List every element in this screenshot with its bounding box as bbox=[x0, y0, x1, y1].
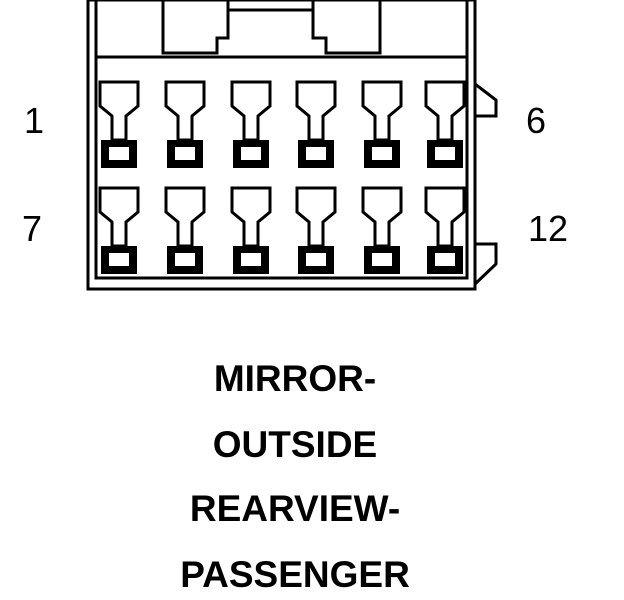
terminal-contact-window bbox=[109, 253, 129, 266]
terminal-body bbox=[361, 186, 403, 248]
pin-cavities bbox=[98, 80, 466, 274]
latch-tab-left bbox=[161, 0, 230, 55]
pin-label-1: 1 bbox=[24, 100, 45, 141]
housing-inner-wall bbox=[94, 57, 469, 280]
side-key-upper bbox=[474, 82, 498, 118]
housing-outline bbox=[86, 0, 477, 291]
side-key-lower bbox=[473, 242, 498, 286]
title-line-1: MIRROR- bbox=[213, 358, 377, 399]
pin-label-7: 7 bbox=[22, 208, 43, 249]
pin-cavity-9 bbox=[230, 186, 272, 274]
terminal-contact-window bbox=[175, 253, 195, 266]
terminal-contact-window bbox=[241, 253, 261, 266]
title-line-2: OUTSIDE bbox=[212, 424, 378, 465]
pin-cavity-12 bbox=[424, 186, 466, 274]
pin-cavity-4 bbox=[295, 80, 337, 168]
terminal-body bbox=[98, 80, 140, 142]
terminal-contact-window bbox=[306, 253, 326, 266]
pin-cavity-7 bbox=[98, 186, 140, 274]
pin-cavity-11 bbox=[361, 186, 403, 274]
terminal-body bbox=[424, 186, 466, 248]
title-line-3: REARVIEW- bbox=[189, 488, 401, 529]
terminal-contact-window bbox=[109, 147, 129, 160]
terminal-body bbox=[361, 80, 403, 142]
pin-cavity-8 bbox=[164, 186, 206, 274]
pin-cavity-3 bbox=[230, 80, 272, 168]
terminal-contact-window bbox=[306, 147, 326, 160]
terminal-contact-window bbox=[372, 253, 392, 266]
pin-cavity-1 bbox=[98, 80, 140, 168]
terminal-contact-window bbox=[435, 147, 455, 160]
terminal-contact-window bbox=[435, 253, 455, 266]
connector-housing bbox=[86, 0, 498, 291]
pin-label-12: 12 bbox=[528, 208, 569, 249]
terminal-contact-window bbox=[372, 147, 392, 160]
pin-cavity-10 bbox=[295, 186, 337, 274]
title-line-4: PASSENGER bbox=[180, 554, 410, 595]
terminal-body bbox=[230, 80, 272, 142]
terminal-body bbox=[164, 80, 206, 142]
terminal-body bbox=[295, 80, 337, 142]
terminal-contact-window bbox=[175, 147, 195, 160]
pin-label-6: 6 bbox=[526, 100, 547, 141]
terminal-body bbox=[230, 186, 272, 248]
terminal-body bbox=[295, 186, 337, 248]
terminal-body bbox=[164, 186, 206, 248]
terminal-body bbox=[98, 186, 140, 248]
pin-cavity-6 bbox=[424, 80, 466, 168]
pin-cavity-5 bbox=[361, 80, 403, 168]
latch-tab-right bbox=[311, 0, 382, 55]
terminal-contact-window bbox=[241, 147, 261, 160]
pin-cavity-2 bbox=[164, 80, 206, 168]
terminal-body bbox=[424, 80, 466, 142]
